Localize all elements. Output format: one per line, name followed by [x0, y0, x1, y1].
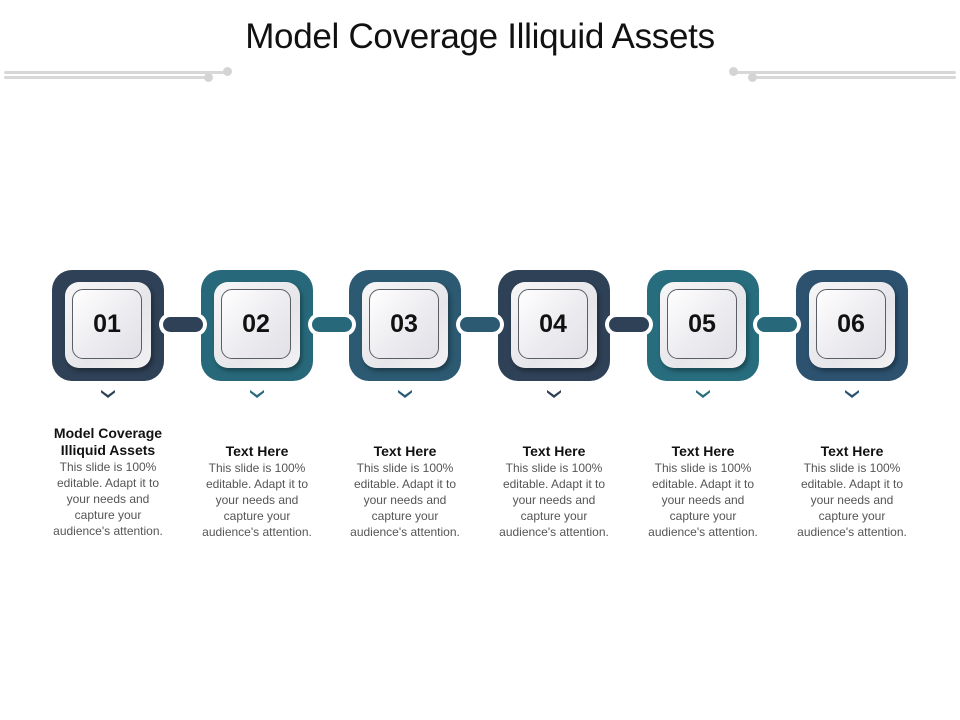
step-number: 05 [667, 289, 737, 359]
step-box-04: 04 [498, 270, 610, 381]
step-plate: 04 [511, 282, 597, 368]
step-connector [609, 317, 649, 332]
decorative-dot [729, 67, 738, 76]
step-label-04: Text Here This slide is 100% editable. A… [484, 443, 624, 540]
step-heading: Model Coverage Illiquid Assets [53, 425, 163, 458]
step-label-01: Model Coverage Illiquid Assets This slid… [38, 425, 178, 539]
decorative-line [4, 71, 228, 74]
decorative-dot [748, 73, 757, 82]
step-heading: Text Here [225, 443, 289, 459]
step-heading: Text Here [820, 443, 884, 459]
step-description: This slide is 100% editable. Adapt it to… [499, 461, 609, 539]
step-number: 06 [816, 289, 886, 359]
chevron-down-icon [696, 390, 710, 398]
step-description: This slide is 100% editable. Adapt it to… [350, 461, 460, 539]
step-description: This slide is 100% editable. Adapt it to… [648, 461, 758, 539]
chevron-down-icon [547, 390, 561, 398]
step-description: This slide is 100% editable. Adapt it to… [797, 461, 907, 539]
decorative-dot [204, 73, 213, 82]
slide-title: Model Coverage Illiquid Assets [245, 17, 715, 56]
step-heading: Text Here [522, 443, 586, 459]
step-box-02: 02 [201, 270, 313, 381]
step-connector [757, 317, 797, 332]
step-description: This slide is 100% editable. Adapt it to… [202, 461, 312, 539]
chevron-down-icon [250, 390, 264, 398]
step-label-06: Text Here This slide is 100% editable. A… [782, 443, 922, 540]
step-plate: 01 [65, 282, 151, 368]
decorative-dot [223, 67, 232, 76]
step-connector [460, 317, 500, 332]
decorative-line [4, 76, 208, 79]
step-connector [163, 317, 203, 332]
decorative-line [752, 76, 956, 79]
chevron-down-icon [101, 390, 115, 398]
step-heading: Text Here [671, 443, 735, 459]
step-number: 02 [221, 289, 291, 359]
step-number: 04 [518, 289, 588, 359]
chevron-down-icon [398, 390, 412, 398]
step-box-06: 06 [796, 270, 908, 381]
step-plate: 06 [809, 282, 895, 368]
step-label-03: Text Here This slide is 100% editable. A… [335, 443, 475, 540]
step-connector [312, 317, 352, 332]
chevron-down-icon [845, 390, 859, 398]
step-heading: Text Here [373, 443, 437, 459]
step-number: 01 [72, 289, 142, 359]
step-box-03: 03 [349, 270, 461, 381]
step-plate: 02 [214, 282, 300, 368]
step-box-01: 01 [52, 270, 164, 381]
step-description: This slide is 100% editable. Adapt it to… [53, 460, 163, 538]
step-label-05: Text Here This slide is 100% editable. A… [633, 443, 773, 540]
step-plate: 03 [362, 282, 448, 368]
step-label-02: Text Here This slide is 100% editable. A… [187, 443, 327, 540]
step-number: 03 [369, 289, 439, 359]
decorative-line [733, 71, 956, 74]
step-box-05: 05 [647, 270, 759, 381]
step-plate: 05 [660, 282, 746, 368]
